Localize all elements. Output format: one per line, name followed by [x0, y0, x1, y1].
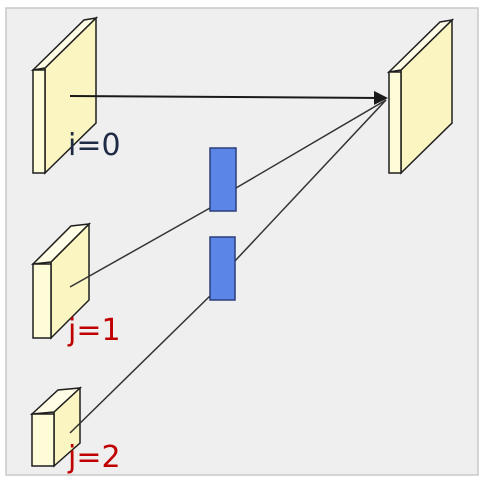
- block-j2: [29, 386, 83, 468]
- block-output: [386, 18, 455, 175]
- block-output-top: [386, 18, 455, 74]
- label-i0: i=0: [68, 128, 121, 163]
- line-node2-to-output: [233, 99, 387, 263]
- transform-node-2: [209, 236, 236, 301]
- line-node1-to-output: [235, 99, 387, 189]
- block-j2-top: [29, 387, 83, 415]
- block-j1-top: [30, 223, 92, 265]
- block-j1-front: [32, 263, 52, 339]
- transform-node-1: [209, 147, 237, 212]
- arrow-i0-to-output: [69, 90, 388, 105]
- block-i0-top: [30, 16, 99, 72]
- block-j1: [30, 222, 92, 340]
- block-i0-front: [32, 69, 46, 174]
- label-j1: j=1: [67, 313, 121, 348]
- line-j2-to-node2: [69, 293, 213, 434]
- line-j1-to-node1: [69, 207, 211, 288]
- block-output-front: [388, 71, 402, 174]
- label-j2: j=2: [67, 440, 121, 475]
- block-j2-front: [31, 413, 55, 467]
